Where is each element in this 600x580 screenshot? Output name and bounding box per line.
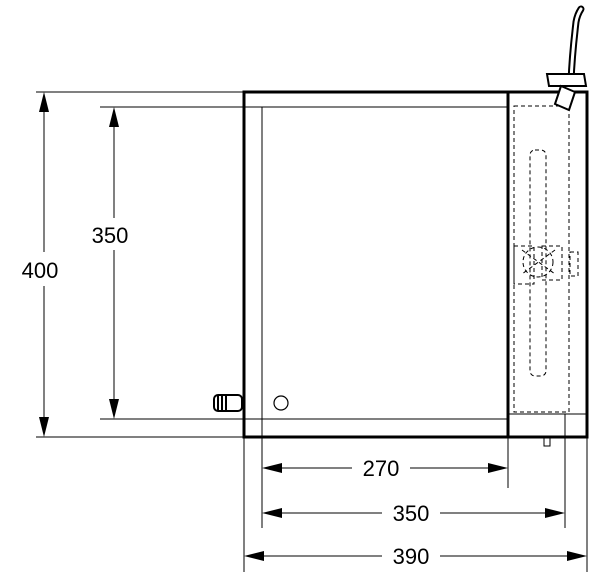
dim-label-inner-width: 270 xyxy=(363,456,400,481)
arrow-head-up xyxy=(109,107,119,127)
dim-label-outer-width: 390 xyxy=(393,544,430,569)
label-bg xyxy=(18,252,66,286)
label-bg xyxy=(352,452,410,484)
arrow-head-left xyxy=(262,463,282,473)
label-bg xyxy=(382,540,440,572)
arrow-head-right xyxy=(545,508,565,518)
dim-label-mid-width: 350 xyxy=(393,501,430,526)
arrow-head-down xyxy=(39,417,49,437)
hidden-tab xyxy=(569,251,579,277)
hidden-block-right xyxy=(541,245,563,281)
hidden-mechanism-outline xyxy=(513,105,570,413)
label-bg xyxy=(382,497,440,529)
screw-hole xyxy=(273,395,289,411)
cable-highlight xyxy=(569,7,583,84)
cable-clamp xyxy=(545,73,588,87)
hidden-block-left xyxy=(513,245,535,285)
arrow-head-left xyxy=(244,551,264,561)
arrow-head-down xyxy=(109,399,119,419)
bottom-fitting xyxy=(543,436,551,447)
arrow-head-up xyxy=(39,92,49,112)
cabinet-outer-frame xyxy=(242,90,589,439)
arrow-head-left xyxy=(262,508,282,518)
hidden-hub xyxy=(522,246,554,278)
arrow-head-right xyxy=(567,551,587,561)
label-bg xyxy=(86,218,134,250)
dim-label-outer-height: 400 xyxy=(22,258,59,283)
arrow-head-right xyxy=(488,463,508,473)
dim-label-inner-height: 350 xyxy=(92,223,129,248)
hidden-rail xyxy=(529,149,547,377)
cable-gland xyxy=(553,84,577,112)
